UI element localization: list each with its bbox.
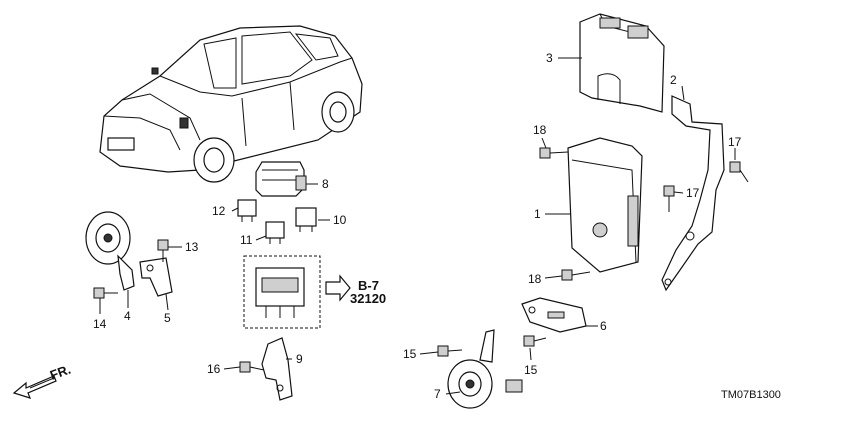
callout-9: 9: [296, 352, 303, 366]
bolt-17-right: [729, 161, 749, 183]
ecu-cover: [579, 13, 665, 113]
callout-5: 5: [164, 311, 171, 325]
callout-8: 8: [322, 177, 329, 191]
callout-14: 14: [93, 317, 107, 331]
direction-label: FR.: [48, 362, 73, 383]
bolt-16: [239, 361, 265, 373]
callout-12: 12: [212, 204, 226, 218]
callout-6: 6: [600, 319, 607, 333]
callout-18-lower: 18: [528, 272, 542, 286]
callout-16: 16: [207, 362, 221, 376]
relay-12: [237, 199, 257, 222]
callouts: 3 2 18 17 17 1 18 6 15 15 7 8 12 10 11 1…: [93, 51, 742, 401]
bolt-18-upper: [539, 147, 569, 159]
bolt-17-left: [663, 185, 675, 212]
bracket-9: [261, 337, 293, 401]
front-direction-arrow-icon: [12, 375, 57, 399]
callout-10: 10: [333, 213, 347, 227]
horn-bracket-right: [521, 297, 587, 333]
callout-4: 4: [124, 309, 131, 323]
leader-lines: [99, 57, 736, 395]
callout-7: 7: [434, 387, 441, 401]
bolt-15-left: [437, 345, 463, 357]
relay-11: [265, 221, 285, 244]
reference-relay-box: [243, 255, 351, 329]
bolt-18-lower: [561, 269, 591, 281]
callout-2: 2: [670, 73, 677, 87]
ecu-bracket: [661, 95, 725, 292]
relay-box: [255, 161, 307, 197]
callout-11: 11: [240, 233, 253, 247]
bolt-15-right: [523, 335, 547, 347]
bolt-13-left: [157, 239, 169, 262]
horn-left: [85, 211, 135, 291]
horn-bracket-left: [139, 257, 173, 297]
callout-13: 13: [185, 240, 199, 254]
reference-section: B-7: [358, 278, 379, 293]
callout-15-right: 15: [524, 363, 538, 377]
callout-17-left: 17: [686, 186, 700, 200]
callout-3: 3: [546, 51, 553, 65]
horn-right: [447, 329, 523, 409]
diagram-code: TM07B1300: [721, 389, 781, 401]
bolt-14-left: [93, 287, 118, 299]
reference-part-number: 32120: [350, 291, 386, 306]
callout-17-right: 17: [728, 135, 742, 149]
relay-10: [295, 207, 317, 232]
callout-15-left: 15: [403, 347, 417, 361]
ecu-unit: [567, 137, 643, 273]
car-illustration: [99, 25, 363, 183]
callout-18-upper: 18: [533, 123, 547, 137]
callout-1: 1: [534, 207, 541, 221]
